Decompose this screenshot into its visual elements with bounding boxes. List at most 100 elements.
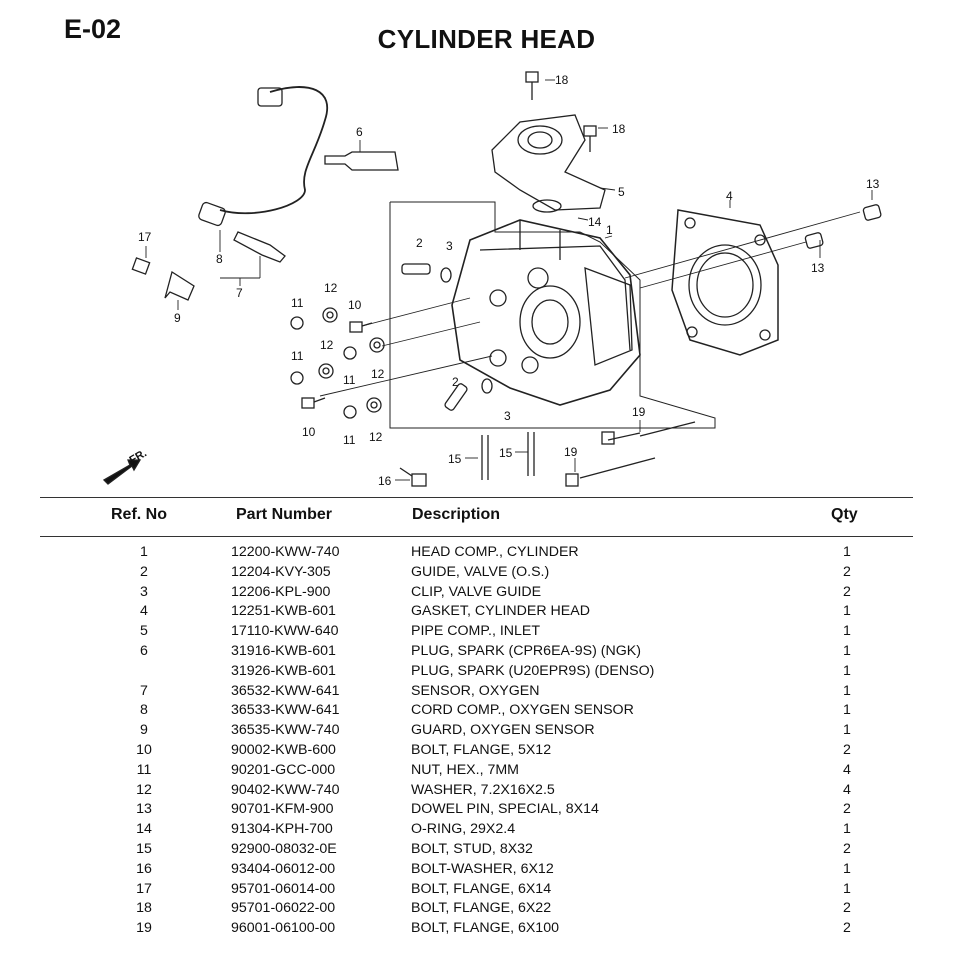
callout-label: 3 — [504, 409, 511, 423]
part-number: 90701-KFM-900 — [231, 801, 334, 818]
callout-label: 7 — [236, 286, 243, 300]
ref-no: 17 — [136, 880, 152, 897]
description: BOLT-WASHER, 6X12 — [411, 860, 554, 877]
callout-label: 11 — [343, 433, 356, 447]
ref-no: 10 — [136, 741, 152, 758]
front-direction-arrow — [102, 459, 142, 485]
callout-label: 6 — [356, 125, 363, 139]
ref-no: 8 — [140, 702, 148, 719]
ref-no: 15 — [136, 840, 152, 857]
description: GUARD, OXYGEN SENSOR — [411, 722, 595, 739]
ref-no: 16 — [136, 860, 152, 877]
description: NUT, HEX., 7MM — [411, 761, 519, 778]
callout-label: 16 — [378, 474, 392, 488]
qty: 1 — [843, 544, 851, 560]
o-ring — [532, 199, 562, 213]
table-row: 31926-KWB-601 PLUG, SPARK (U20EPR9S) (DEN… — [0, 662, 973, 682]
ref-no: 13 — [136, 801, 152, 818]
qty: 2 — [843, 741, 851, 758]
callout-label: 11 — [343, 373, 356, 387]
spark-plug — [324, 151, 399, 171]
part-number: 31926-KWB-601 — [231, 662, 336, 679]
ref-no: 18 — [136, 900, 152, 917]
oxygen-sensor-cord — [219, 86, 329, 215]
qty: 2 — [843, 920, 851, 937]
ref-no: 7 — [140, 682, 148, 699]
part-number: 17110-KWW-640 — [231, 623, 339, 640]
part-number: 92900-08032-0E — [231, 840, 337, 857]
part-number: 12200-KWW-740 — [231, 544, 340, 560]
part-number: 12204-KVY-305 — [231, 563, 331, 580]
ref-no: 4 — [140, 603, 148, 620]
front-label: FR. — [128, 447, 149, 466]
part-number: 95701-06014-00 — [231, 880, 336, 897]
part-number: 90402-KWW-740 — [231, 781, 340, 798]
header-ref-no: Ref. No — [111, 506, 167, 523]
ref-no: 2 — [140, 563, 148, 580]
description: CLIP, VALVE GUIDE — [411, 583, 542, 600]
qty: 1 — [843, 860, 851, 877]
description: WASHER, 7.2X16X2.5 — [411, 781, 555, 798]
ref-no: 19 — [136, 920, 152, 937]
qty: 1 — [843, 702, 851, 719]
description: GUIDE, VALVE (O.S.) — [411, 563, 550, 580]
callout-label: 3 — [446, 239, 453, 253]
qty: 4 — [843, 781, 851, 798]
oxygen-sensor-guard — [164, 270, 195, 301]
part-number: 93404-06012-00 — [231, 860, 336, 877]
description: BOLT, FLANGE, 5X12 — [411, 741, 552, 758]
part-number: 12251-KWB-601 — [231, 603, 336, 620]
diagram-code: E-02 — [64, 14, 122, 44]
description: PLUG, SPARK (U20EPR9S) (DENSO) — [411, 662, 655, 679]
description: O-RING, 29X2.4 — [411, 821, 516, 838]
callout-label: 11 — [291, 349, 304, 363]
callout-label: 10 — [302, 425, 316, 439]
table-header-rule — [40, 536, 913, 537]
table-top-rule — [40, 497, 913, 498]
header-part-number: Part Number — [236, 506, 333, 523]
qty: 1 — [843, 722, 851, 739]
callout-label: 12 — [371, 367, 385, 381]
ref-no: 11 — [136, 761, 152, 778]
header-description: Description — [412, 506, 501, 523]
cylinder-head-body — [451, 219, 641, 406]
description: BOLT, FLANGE, 6X22 — [411, 900, 552, 917]
part-number: 90201-GCC-000 — [231, 761, 336, 778]
part-number: 36532-KWW-641 — [231, 682, 340, 699]
description: BOLT, FLANGE, 6X14 — [411, 880, 552, 897]
part-number: 96001-06100-00 — [231, 920, 336, 937]
callout-label: 11 — [291, 296, 304, 310]
callout-label: 13 — [811, 261, 825, 275]
description: GASKET, CYLINDER HEAD — [411, 603, 590, 620]
table-row: 11 90201-GCC-000 NUT, HEX., 7MM 4 — [0, 761, 973, 781]
part-number: 90002-KWB-600 — [231, 741, 336, 758]
table-row: 1 12200-KWW-740 HEAD COMP., CYLINDER 1 — [0, 543, 973, 563]
callout-label: 10 — [348, 298, 362, 312]
callout-label: 15 — [499, 446, 513, 460]
inlet-pipe — [491, 114, 606, 211]
callout-label: 12 — [320, 338, 334, 352]
qty: 1 — [843, 623, 851, 640]
dowel-pin-b — [804, 232, 824, 249]
description: CORD COMP., OXYGEN SENSOR — [411, 702, 634, 719]
ref-no: 1 — [140, 544, 148, 560]
callout-label: 1 — [606, 223, 613, 237]
table-row: 16 93404-06012-00 BOLT-WASHER, 6X12 1 — [0, 860, 973, 880]
callout-label: 13 — [866, 177, 880, 191]
description: HEAD COMP., CYLINDER — [411, 544, 579, 560]
qty: 4 — [843, 761, 851, 778]
qty: 2 — [843, 801, 851, 818]
